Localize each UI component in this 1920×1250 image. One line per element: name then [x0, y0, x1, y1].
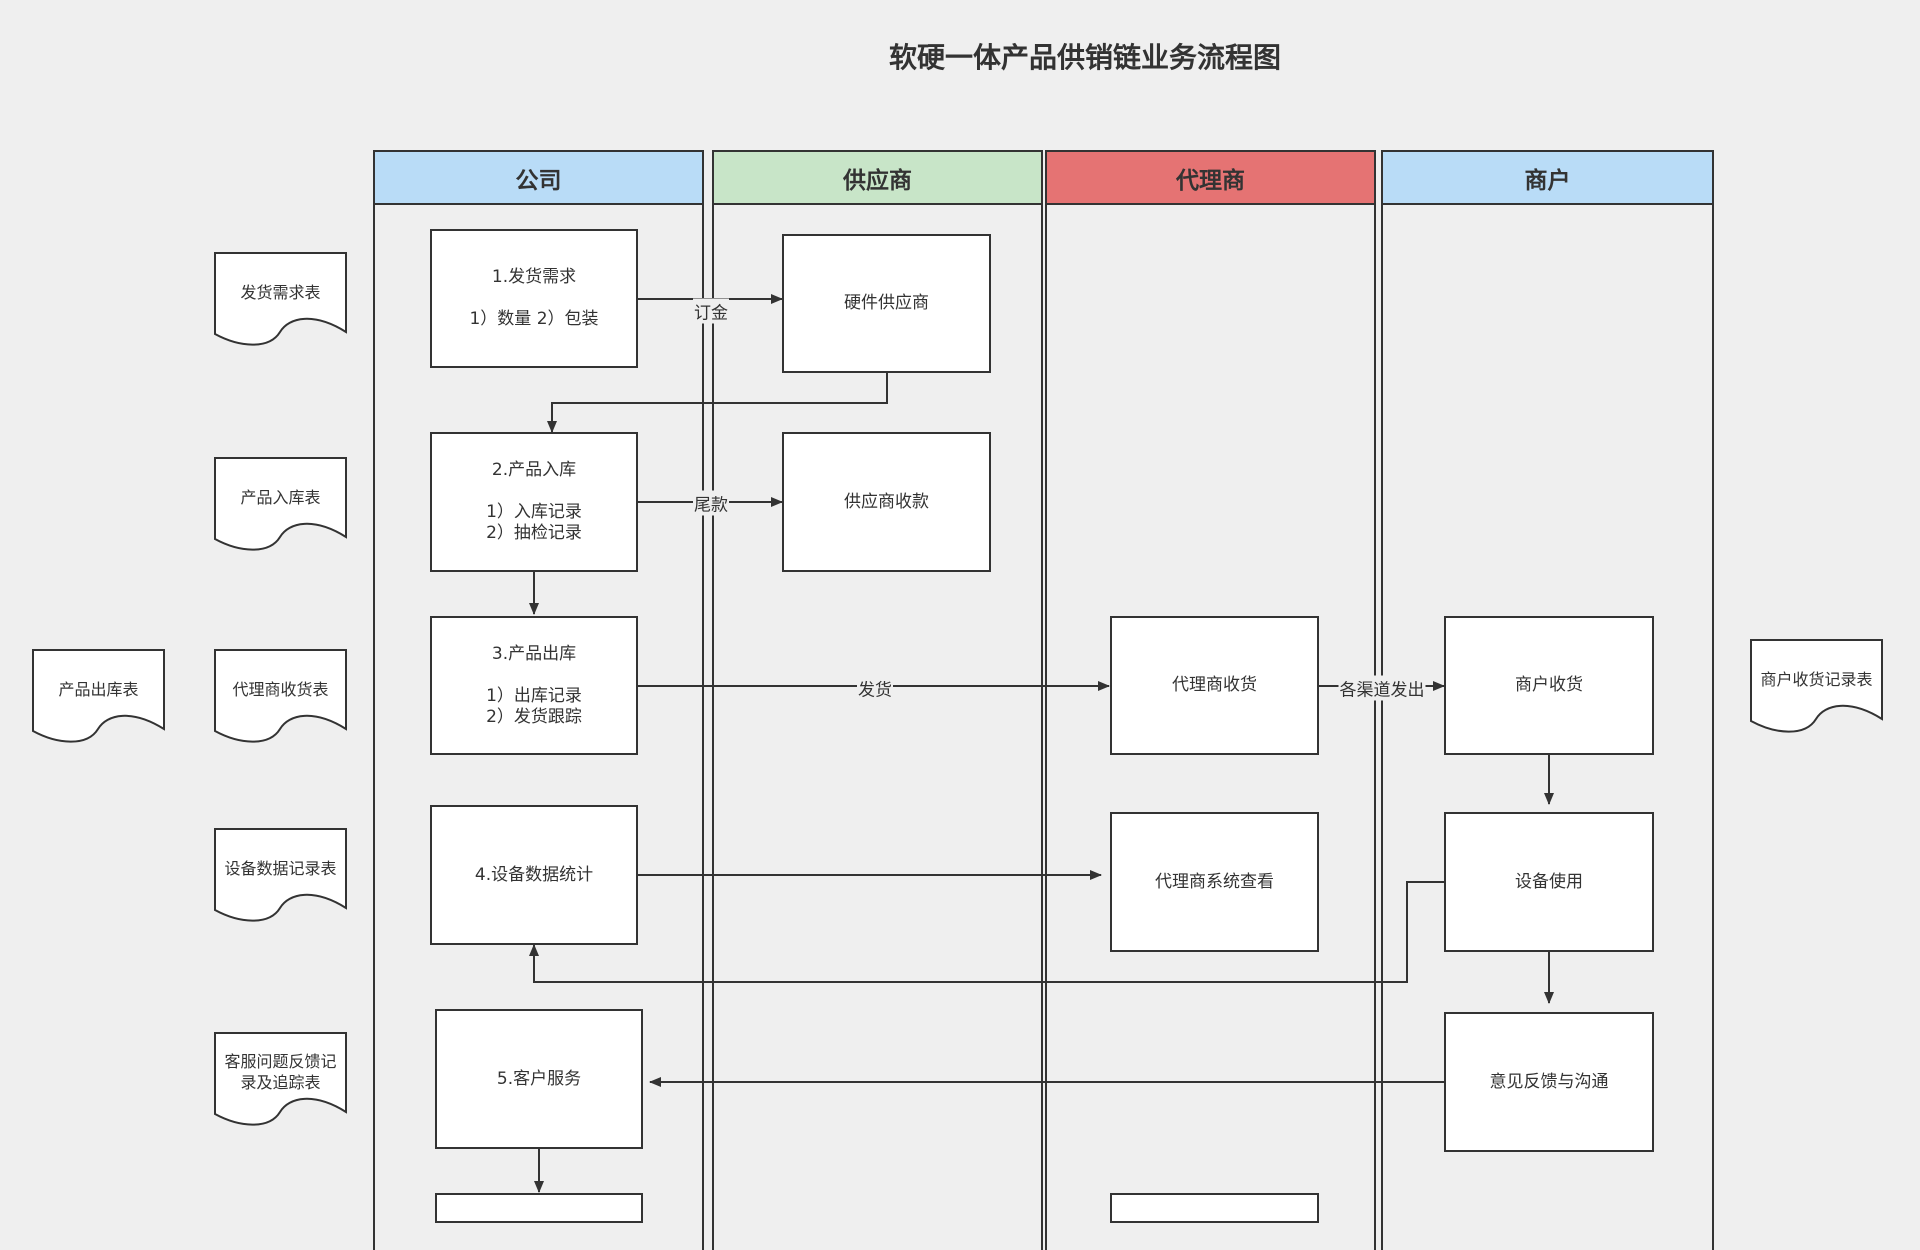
lane-company-header: 公司 [375, 152, 702, 205]
supplier-payment: 供应商收款 [782, 432, 991, 572]
lane-supplier: 供应商 [712, 150, 1043, 1250]
doc-label: 客服问题反馈记录及追踪表 [224, 1052, 337, 1092]
doc-device-data-form: 设备数据记录表 [214, 828, 347, 924]
doc-label: 代理商收货表 [232, 679, 329, 699]
edge-hardware-supplier-to-step2 [547, 373, 888, 433]
lane-supplier-header: 供应商 [714, 152, 1041, 205]
step3-product-outbound: 3.产品出库 1）出库记录 2）发货跟踪 [430, 616, 638, 755]
doc-service-feedback-form: 客服问题反馈记录及追踪表 [214, 1032, 347, 1128]
agent-receipt: 代理商收货 [1110, 616, 1319, 755]
doc-label: 设备数据记录表 [224, 858, 337, 878]
doc-label: 发货需求表 [240, 282, 321, 302]
step5-customer-service: 5.客户服务 [435, 1009, 643, 1149]
step6-partial-box [435, 1193, 643, 1223]
doc-shipping-demand-form: 发货需求表 [214, 252, 347, 348]
edge-label-channels: 各渠道发出 [1338, 675, 1426, 701]
lane-company: 公司 [373, 150, 704, 1250]
doc-label: 商户收货记录表 [1760, 669, 1873, 689]
step1-shipping-demand: 1.发货需求 1）数量 2）包装 [430, 229, 638, 368]
doc-label: 产品入库表 [240, 487, 321, 507]
connector-layer [529, 294, 1554, 1193]
diagram-title: 软硬一体产品供销链业务流程图 [888, 41, 1281, 74]
doc-merchant-receipt-form: 商户收货记录表 [1750, 639, 1883, 735]
document-shape-icon [32, 649, 165, 743]
agent-partial-box [1110, 1193, 1319, 1223]
edge-label-balance: 尾款 [693, 490, 729, 516]
device-usage: 设备使用 [1444, 812, 1654, 952]
edge-label-deposit: 订金 [693, 298, 729, 324]
document-shape-icon [214, 828, 347, 922]
doc-inbound-form: 产品入库表 [214, 457, 347, 553]
lane-merchant-header: 商户 [1383, 152, 1712, 205]
agent-system-view: 代理商系统查看 [1110, 812, 1319, 952]
document-shape-icon [1750, 639, 1883, 733]
document-shape-icon [214, 649, 347, 743]
hardware-supplier: 硬件供应商 [782, 234, 991, 373]
doc-agent-receipt-form: 代理商收货表 [214, 649, 347, 745]
edge-device-usage-to-step4 [529, 881, 1444, 983]
document-shape-icon [214, 457, 347, 551]
lane-merchant: 商户 [1381, 150, 1714, 1250]
edge-label-ship: 发货 [857, 675, 893, 701]
doc-outbound-form: 产品出库表 [32, 649, 165, 745]
document-shape-icon [214, 252, 347, 346]
lane-agent-header: 代理商 [1047, 152, 1374, 205]
document-shape-icon [214, 1032, 347, 1126]
step2-product-inbound: 2.产品入库 1）入库记录 2）抽检记录 [430, 432, 638, 572]
merchant-receipt: 商户收货 [1444, 616, 1654, 755]
step4-device-data-stats: 4.设备数据统计 [430, 805, 638, 945]
feedback-communication: 意见反馈与沟通 [1444, 1012, 1654, 1152]
doc-label: 产品出库表 [58, 679, 139, 699]
